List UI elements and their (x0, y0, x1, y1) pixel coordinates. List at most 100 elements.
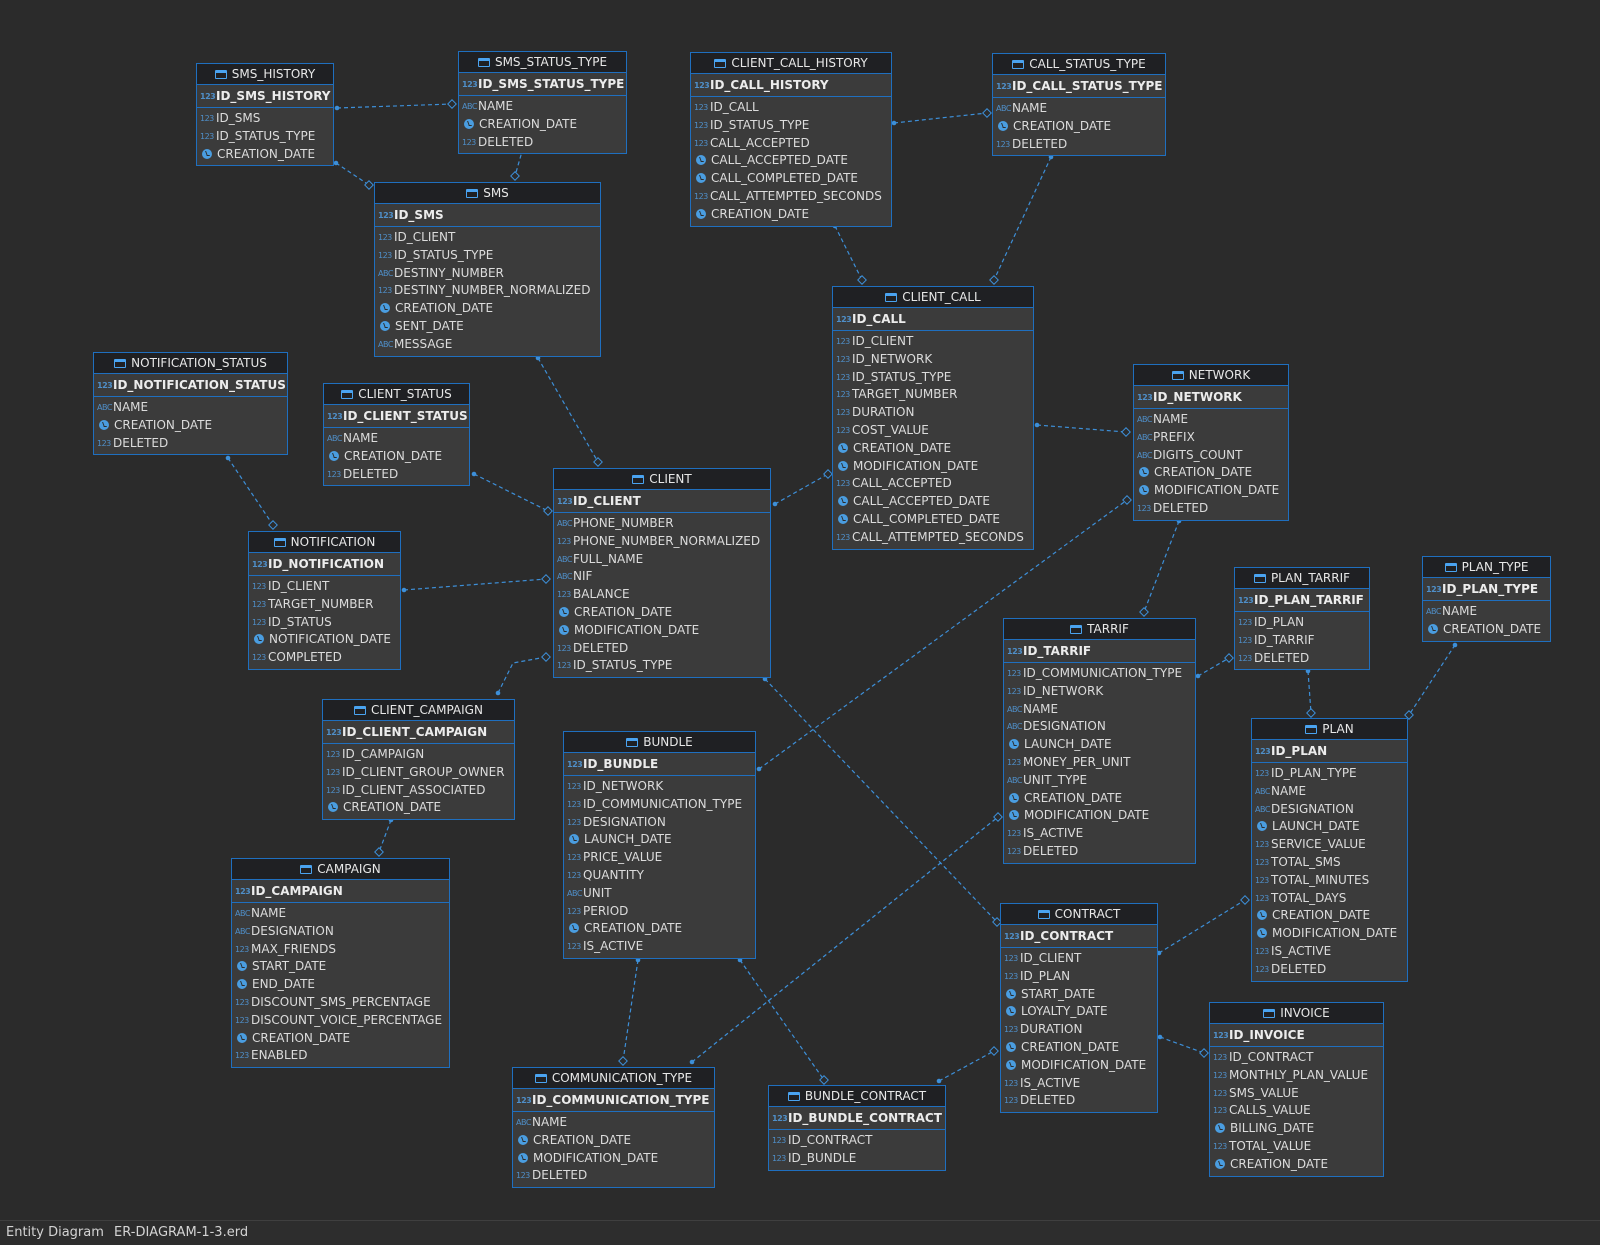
attribute-row[interactable]: MODIFICATION_DATE (833, 458, 1033, 476)
primary-key-row[interactable]: 123ID_CLIENT_STATUS (324, 405, 469, 428)
attribute-row[interactable]: CREATION_DATE (993, 118, 1165, 136)
primary-key-row[interactable]: 123ID_TARRIF (1004, 640, 1195, 663)
entity-header[interactable]: NETWORK (1134, 365, 1288, 386)
entity-header[interactable]: CLIENT_CAMPAIGN (323, 700, 514, 721)
entity-header[interactable]: SMS_HISTORY (197, 64, 333, 85)
attribute-row[interactable]: LAUNCH_DATE (564, 831, 755, 849)
attribute-row[interactable]: NOTIFICATION_DATE (249, 631, 400, 649)
primary-key-row[interactable]: 123ID_SMS_HISTORY (197, 85, 333, 108)
attribute-row[interactable]: CALL_COMPLETED_DATE (833, 511, 1033, 529)
primary-key-row[interactable]: 123ID_PLAN (1252, 740, 1407, 763)
entity-header[interactable]: BUNDLE (564, 732, 755, 753)
attribute-row[interactable]: CREATION_DATE (513, 1132, 714, 1150)
primary-key-row[interactable]: 123ID_SMS_STATUS_TYPE (459, 73, 626, 96)
entity-header[interactable]: CLIENT (554, 469, 770, 490)
attribute-row[interactable]: CREATION_DATE (323, 799, 514, 817)
primary-key-row[interactable]: 123ID_CONTRACT (1001, 925, 1157, 948)
primary-key-row[interactable]: 123ID_BUNDLE (564, 753, 755, 776)
primary-key-row[interactable]: 123ID_NETWORK (1134, 386, 1288, 409)
attribute-row[interactable]: ABCDESIGNATION (232, 923, 449, 941)
primary-key-row[interactable]: 123ID_NOTIFICATION (249, 553, 400, 576)
attribute-row[interactable]: CALL_ACCEPTED_DATE (691, 152, 891, 170)
attribute-row[interactable]: MODIFICATION_DATE (1001, 1057, 1157, 1075)
attribute-row[interactable]: CREATION_DATE (459, 116, 626, 134)
entity-header[interactable]: PLAN_TYPE (1423, 557, 1550, 578)
attribute-row[interactable]: START_DATE (1001, 986, 1157, 1004)
attribute-row[interactable]: MODIFICATION_DATE (1252, 925, 1407, 943)
attribute-row[interactable]: CREATION_DATE (1134, 464, 1288, 482)
attribute-row[interactable]: MODIFICATION_DATE (554, 622, 770, 640)
attribute-row[interactable]: ABCUNIT_TYPE (1004, 772, 1195, 790)
primary-key-row[interactable]: 123ID_CALL_HISTORY (691, 74, 891, 97)
attribute-row[interactable]: BILLING_DATE (1210, 1120, 1383, 1138)
attribute-row[interactable]: CREATION_DATE (94, 417, 287, 435)
entity-header[interactable]: CLIENT_CALL_HISTORY (691, 53, 891, 74)
attribute-row[interactable]: CREATION_DATE (375, 300, 600, 318)
attribute-row[interactable]: ABCUNIT (564, 885, 755, 903)
attribute-row[interactable]: END_DATE (232, 976, 449, 994)
attribute-row[interactable]: CREATION_DATE (554, 604, 770, 622)
attribute-row[interactable]: CREATION_DATE (1252, 907, 1407, 925)
attribute-row[interactable]: ABCFULL_NAME (554, 551, 770, 569)
primary-key-row[interactable]: 123ID_CLIENT (554, 490, 770, 513)
attribute-row[interactable]: SENT_DATE (375, 318, 600, 336)
attribute-row[interactable]: CREATION_DATE (1001, 1039, 1157, 1057)
entity-header[interactable]: COMMUNICATION_TYPE (513, 1068, 714, 1089)
attribute-row[interactable]: ABCPHONE_NUMBER (554, 515, 770, 533)
entity-header[interactable]: SMS (375, 183, 600, 204)
attribute-row[interactable]: ABCDESTINY_NUMBER (375, 265, 600, 283)
attribute-row[interactable]: ABCNAME (1423, 603, 1550, 621)
attribute-row[interactable]: CALL_COMPLETED_DATE (691, 170, 891, 188)
primary-key-row[interactable]: 123ID_COMMUNICATION_TYPE (513, 1089, 714, 1112)
attribute-row[interactable]: ABCNAME (1134, 411, 1288, 429)
entity-header[interactable]: CONTRACT (1001, 904, 1157, 925)
